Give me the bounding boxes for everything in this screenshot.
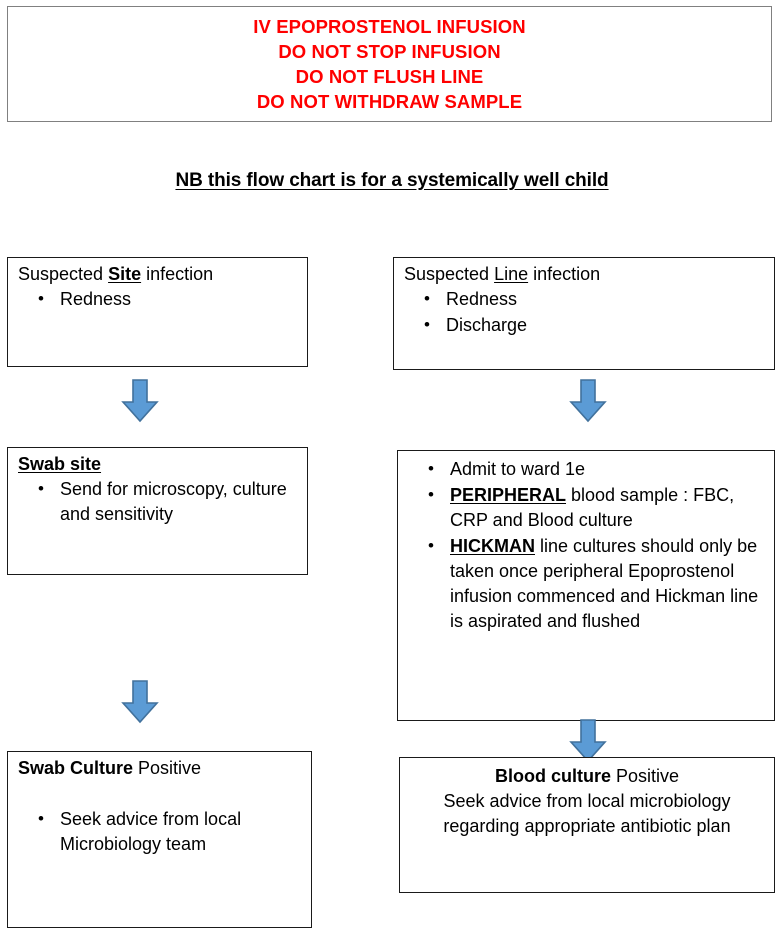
box-suspected-site-heading: Suspected Site infection [8,258,307,287]
warning-line-2: DO NOT STOP INFUSION [278,41,501,62]
box-swab-culture-positive-bullets: Seek advice from local Microbiology team [8,781,311,857]
down-arrow-icon [569,379,607,423]
list-item: Discharge [424,312,766,338]
box-suspected-site-bullets: Redness [8,286,307,312]
suspected-line-prefix: Suspected [404,264,495,284]
flowchart-subtitle: NB this flow chart is for a systemically… [0,170,784,192]
suspected-line-emphasis: Line [494,264,529,284]
box-swab-site: Swab site Send for microscopy, culture a… [7,447,308,575]
down-arrow-icon [121,379,159,423]
box-line-infection-actions-bullets: Admit to ward 1e PERIPHERAL blood sample… [398,451,774,634]
box-suspected-site-infection: Suspected Site infection Redness [7,257,308,367]
swab-culture-emphasis: Swab Culture [18,758,134,778]
hickman-emphasis: HICKMAN [450,536,535,556]
warning-line-1: IV EPOPROSTENOL INFUSION [253,16,526,37]
warning-line-4: DO NOT WITHDRAW SAMPLE [256,91,523,112]
flowchart-subtitle-text: NB this flow chart is for a systemically… [175,170,609,191]
box-swab-site-bullets: Send for microscopy, culture and sensiti… [8,476,307,527]
swab-site-heading-text: Swab site [18,454,102,474]
down-arrow-icon [121,680,159,724]
list-item: HICKMAN line cultures should only be tak… [428,533,760,634]
box-suspected-line-infection: Suspected Line infection Redness Dischar… [393,257,775,370]
box-suspected-line-heading: Suspected Line infection [394,258,774,287]
hickman-rest: line cultures should only be taken once … [450,536,759,631]
box-blood-culture-positive: Blood culture Positive Seek advice from … [399,757,775,893]
peripheral-emphasis: PERIPHERAL [450,485,567,505]
box-blood-culture-positive-body: Seek advice from local microbiology rega… [443,791,731,836]
suspected-line-suffix: infection [528,264,601,284]
blood-culture-emphasis: Blood culture [494,766,611,786]
box-swab-site-heading: Swab site [8,448,307,477]
iv-epoprostenol-warning-box: IV EPOPROSTENOL INFUSION DO NOT STOP INF… [7,6,772,122]
blood-culture-suffix: Positive [610,766,680,786]
warning-line-3: DO NOT FLUSH LINE [295,66,484,87]
box-swab-culture-positive: Swab Culture Positive Seek advice from l… [7,751,312,928]
list-item: PERIPHERAL blood sample : FBC, CRP and B… [428,482,760,533]
list-item: Send for microscopy, culture and sensiti… [38,476,299,527]
list-item: Redness [424,286,766,312]
list-item: Admit to ward 1e [428,456,760,482]
box-line-infection-actions: Admit to ward 1e PERIPHERAL blood sample… [397,450,775,721]
peripheral-rest: blood sample : FBC, CRP and Blood cultur… [450,485,735,530]
suspected-site-emphasis: Site [108,264,142,284]
list-item: Seek advice from local Microbiology team [38,806,303,857]
list-item: Redness [38,286,299,312]
box-blood-culture-positive-heading: Blood culture Positive [400,758,774,789]
box-swab-culture-positive-heading: Swab Culture Positive [8,752,311,781]
suspected-site-prefix: Suspected [18,264,109,284]
suspected-site-suffix: infection [141,264,214,284]
down-arrow-icon [569,719,607,763]
box-suspected-line-bullets: Redness Discharge [394,286,774,338]
swab-culture-suffix: Positive [133,758,202,778]
